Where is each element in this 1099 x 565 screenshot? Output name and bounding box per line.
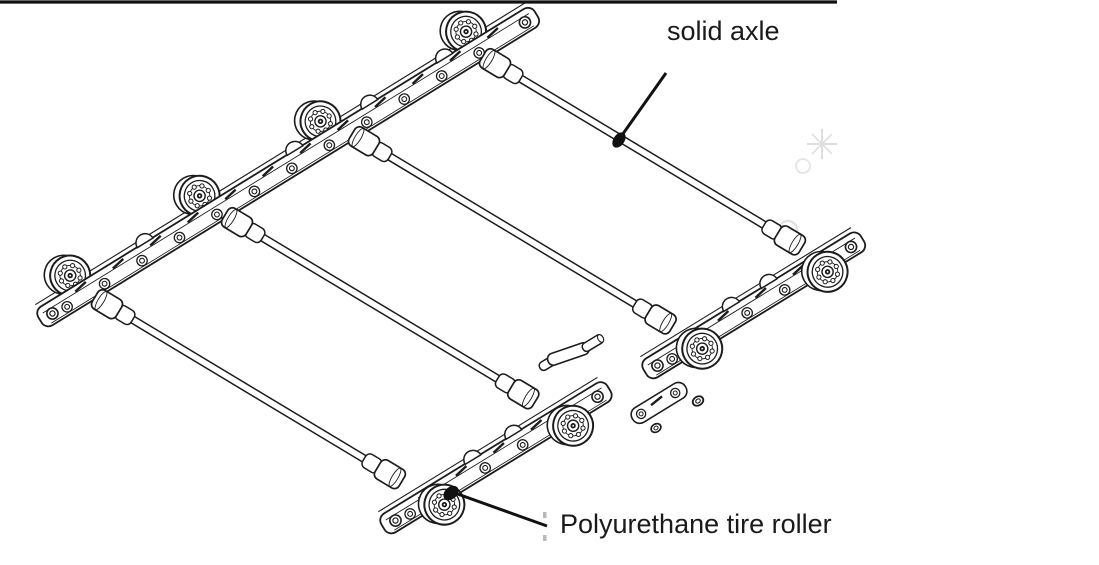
rail-back-edge — [640, 227, 852, 358]
axle-shaft — [383, 150, 642, 311]
watermark-stroke — [795, 158, 811, 174]
polyurethane-tire-roller-callout: Polyurethane tire roller — [443, 485, 832, 541]
watermark — [795, 129, 837, 174]
solid-axle-callout: solid axle — [612, 16, 780, 148]
link-slot — [374, 96, 387, 108]
link-pin-cap — [597, 334, 605, 343]
annotations: solid axle Polyurethane tire roller — [0, 0, 837, 541]
axle-bushing-large — [644, 304, 677, 335]
axle-shaft — [126, 313, 371, 465]
watermark-colon — [543, 535, 547, 541]
polyurethane-tire-roller-leader-dot — [443, 485, 459, 501]
solid-axle-1 — [478, 47, 807, 256]
link-slot — [336, 119, 349, 131]
chain-pin-link — [538, 334, 605, 372]
rail-bottom-edge — [51, 25, 535, 324]
link-slot — [449, 50, 462, 62]
solid-axle-label: solid axle — [667, 16, 780, 46]
bushing-seam — [659, 313, 673, 333]
exploded-link-parts — [538, 334, 706, 435]
bushing-seam — [351, 128, 365, 148]
solid-axle-4 — [90, 288, 407, 490]
bushing-hump — [503, 424, 523, 441]
link-slot — [455, 465, 468, 477]
solid-axle-3 — [220, 206, 540, 410]
polyurethane-tire-roller-leader-line — [451, 490, 548, 528]
chain-rail-lower-right — [640, 227, 867, 380]
bushing-seam — [94, 291, 108, 311]
link-slot — [261, 165, 274, 178]
washer-ring — [648, 421, 664, 435]
link-slot — [530, 419, 543, 431]
bushing-hump — [721, 296, 741, 313]
solid-axle-leader-dot — [612, 132, 626, 148]
rail-back-edge — [378, 376, 598, 513]
bushing-seam — [388, 467, 402, 487]
axle-bushing-large — [373, 458, 407, 490]
link-slot — [149, 234, 162, 247]
link-slot — [112, 257, 125, 270]
link-slot — [492, 442, 505, 454]
link-plate-hole — [672, 390, 678, 396]
bushing-hump — [285, 140, 304, 157]
chain-rail-upper — [34, 0, 541, 328]
bushing-hump — [359, 94, 379, 111]
link-slot — [717, 310, 730, 322]
bushing-hump — [759, 273, 778, 290]
link-plate-body — [630, 381, 688, 425]
washer-ring — [690, 393, 706, 409]
rail-face-edge — [42, 13, 530, 314]
bushing-seam — [482, 50, 496, 70]
link-slot — [486, 27, 499, 39]
axle-bushing-large — [773, 225, 807, 256]
bushing-seam — [224, 209, 238, 229]
axle-shaft — [514, 72, 771, 232]
axle-shaft — [256, 231, 504, 385]
bushing-hump — [135, 232, 155, 249]
link-plate-hole — [638, 411, 644, 417]
link-plate-slot — [650, 395, 663, 407]
watermark-stroke — [811, 133, 833, 155]
link-slot — [224, 188, 237, 201]
chain-link-plate — [630, 381, 688, 425]
solid-axle-2 — [347, 125, 677, 335]
bushing-seam — [522, 387, 535, 407]
bushing-seam — [788, 233, 802, 253]
solid-axle-leader-line — [618, 72, 668, 139]
bushing-hump — [434, 48, 454, 65]
link-slot — [754, 287, 767, 299]
link-slot — [299, 142, 312, 155]
axle-bushing-large — [506, 378, 540, 410]
link-slot — [411, 73, 424, 85]
chain-rail-lower-left — [378, 376, 613, 536]
link-slot — [186, 211, 200, 224]
polyurethane-tire-roller-label: Polyurethane tire roller — [560, 509, 832, 539]
link-slot — [74, 281, 87, 293]
bushing-hump — [463, 449, 482, 466]
watermark-colon — [543, 512, 547, 518]
